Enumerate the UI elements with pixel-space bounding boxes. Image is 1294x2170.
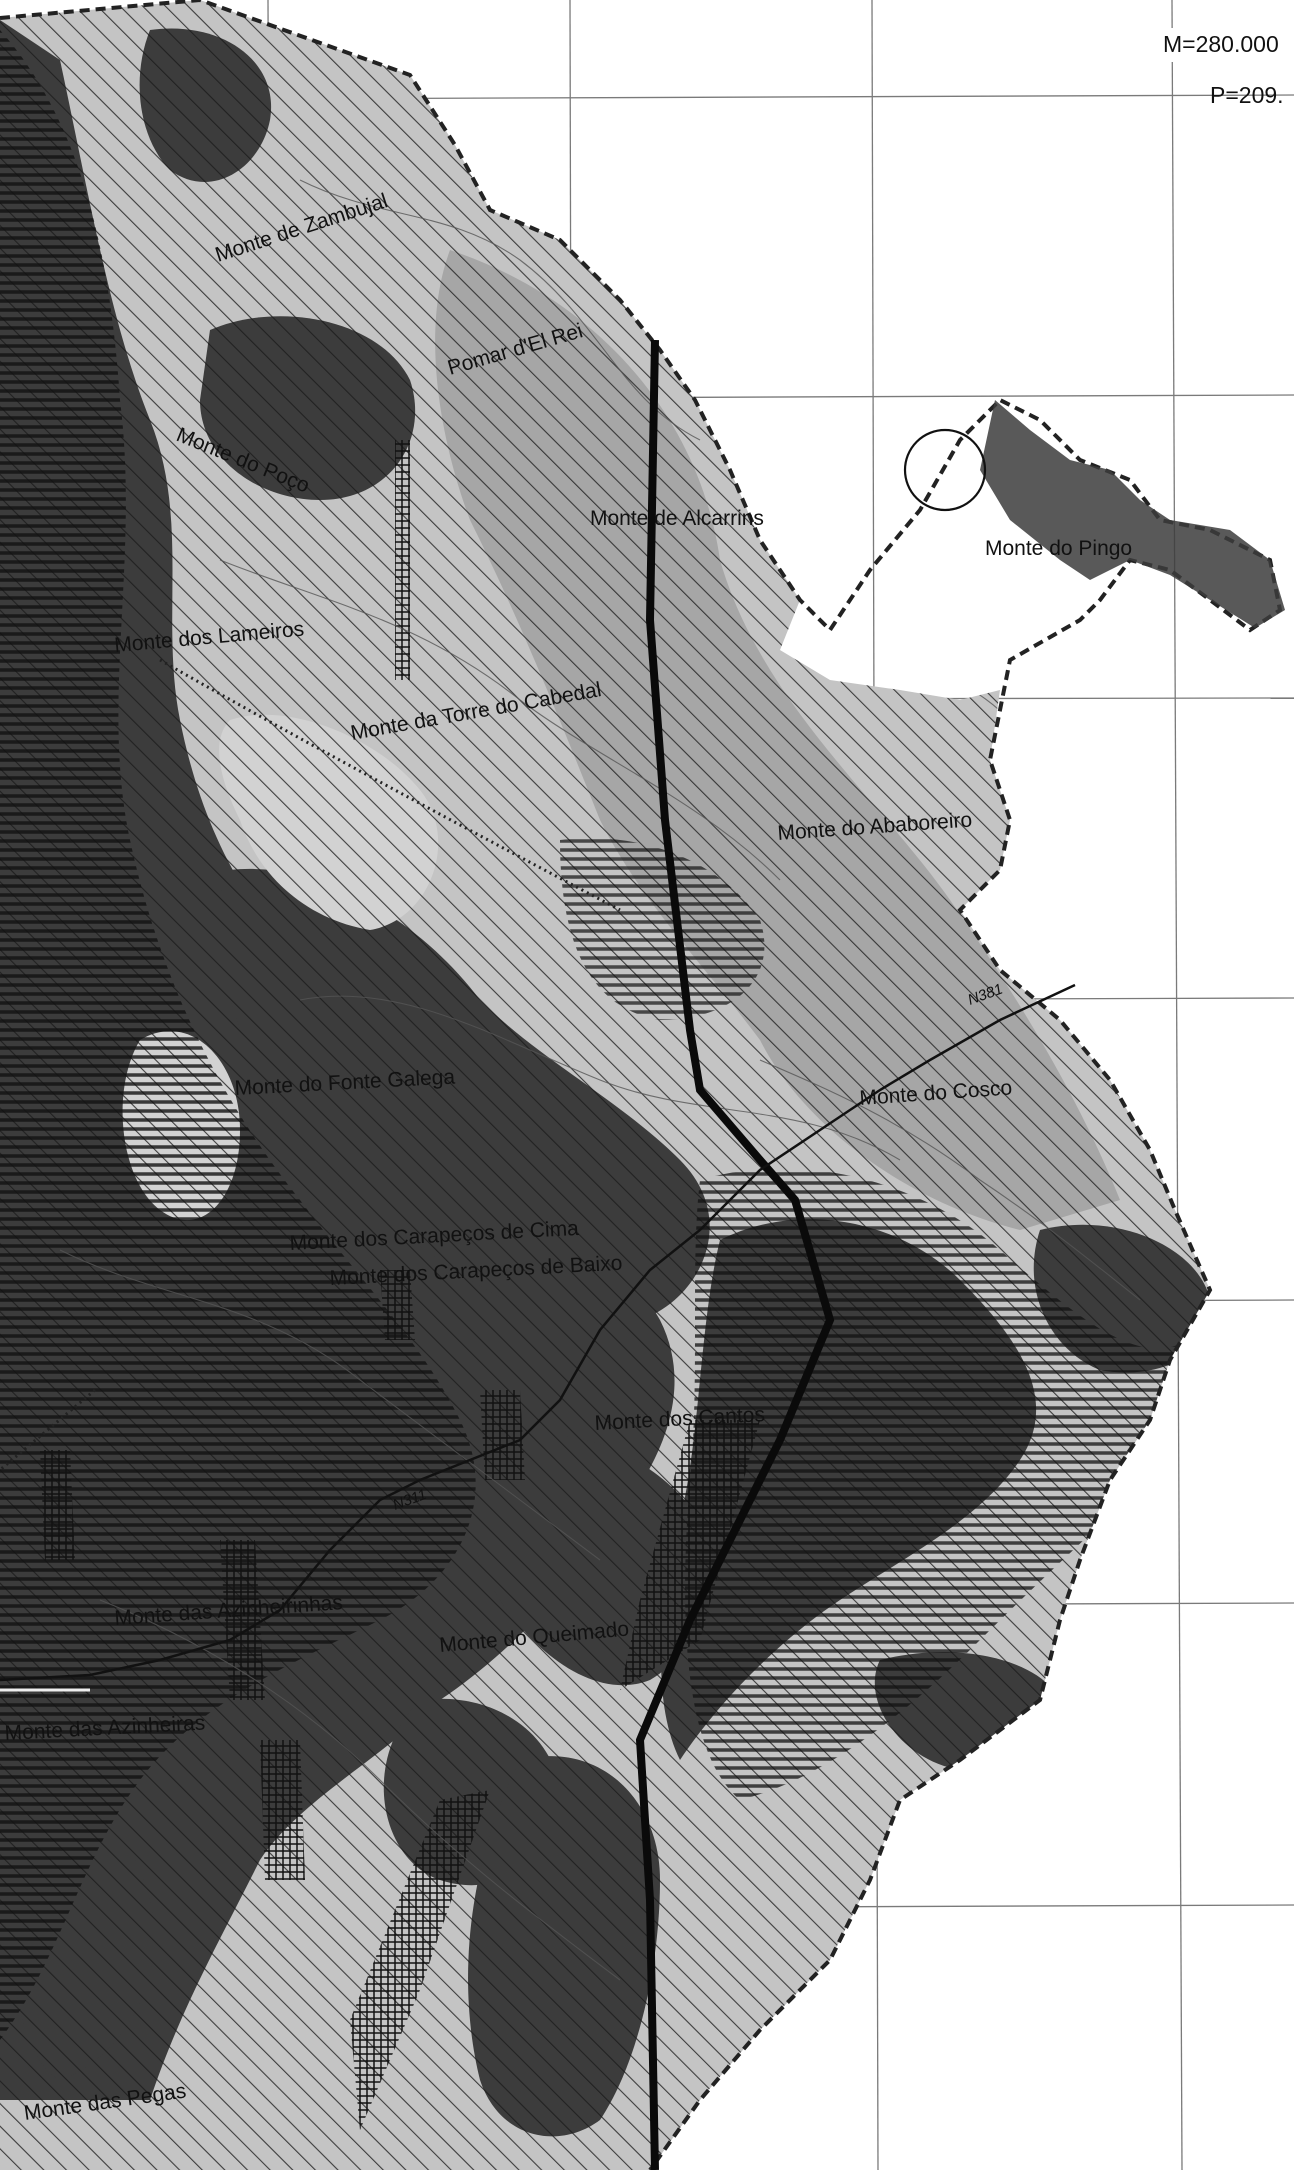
coordinate-label-bg bbox=[1160, 28, 1294, 62]
coordinate-m-label: M=280.000 bbox=[1163, 31, 1279, 57]
horizontal-hatch-area bbox=[685, 1168, 1210, 1800]
road-line bbox=[0, 983, 1076, 1682]
cross-hatch-area bbox=[220, 1540, 265, 1700]
place-label: Monte de Alcarrins bbox=[590, 507, 764, 530]
coordinate-p-label: P=209. bbox=[1210, 82, 1284, 108]
cross-hatch-area bbox=[350, 1790, 490, 2130]
northeast-lobe bbox=[980, 400, 1285, 628]
contour-lines bbox=[59, 179, 1141, 1981]
cross-hatch-area bbox=[40, 1450, 75, 1560]
place-label: Monte do Pingo bbox=[985, 537, 1132, 560]
dotted-line bbox=[0, 1388, 96, 1472]
location-circle-icon bbox=[903, 428, 987, 512]
horizontal-hatch-area bbox=[560, 838, 765, 1020]
cross-hatch-area bbox=[380, 1270, 415, 1340]
cross-hatch-area bbox=[395, 440, 410, 680]
dotted-line bbox=[159, 658, 621, 912]
cross-hatch-area bbox=[480, 1390, 525, 1480]
horizontal-hatch-area bbox=[0, 30, 476, 2040]
main-division-line bbox=[635, 339, 835, 2170]
cross-hatch-area bbox=[620, 1420, 760, 1690]
cross-hatch-area bbox=[260, 1740, 305, 1880]
